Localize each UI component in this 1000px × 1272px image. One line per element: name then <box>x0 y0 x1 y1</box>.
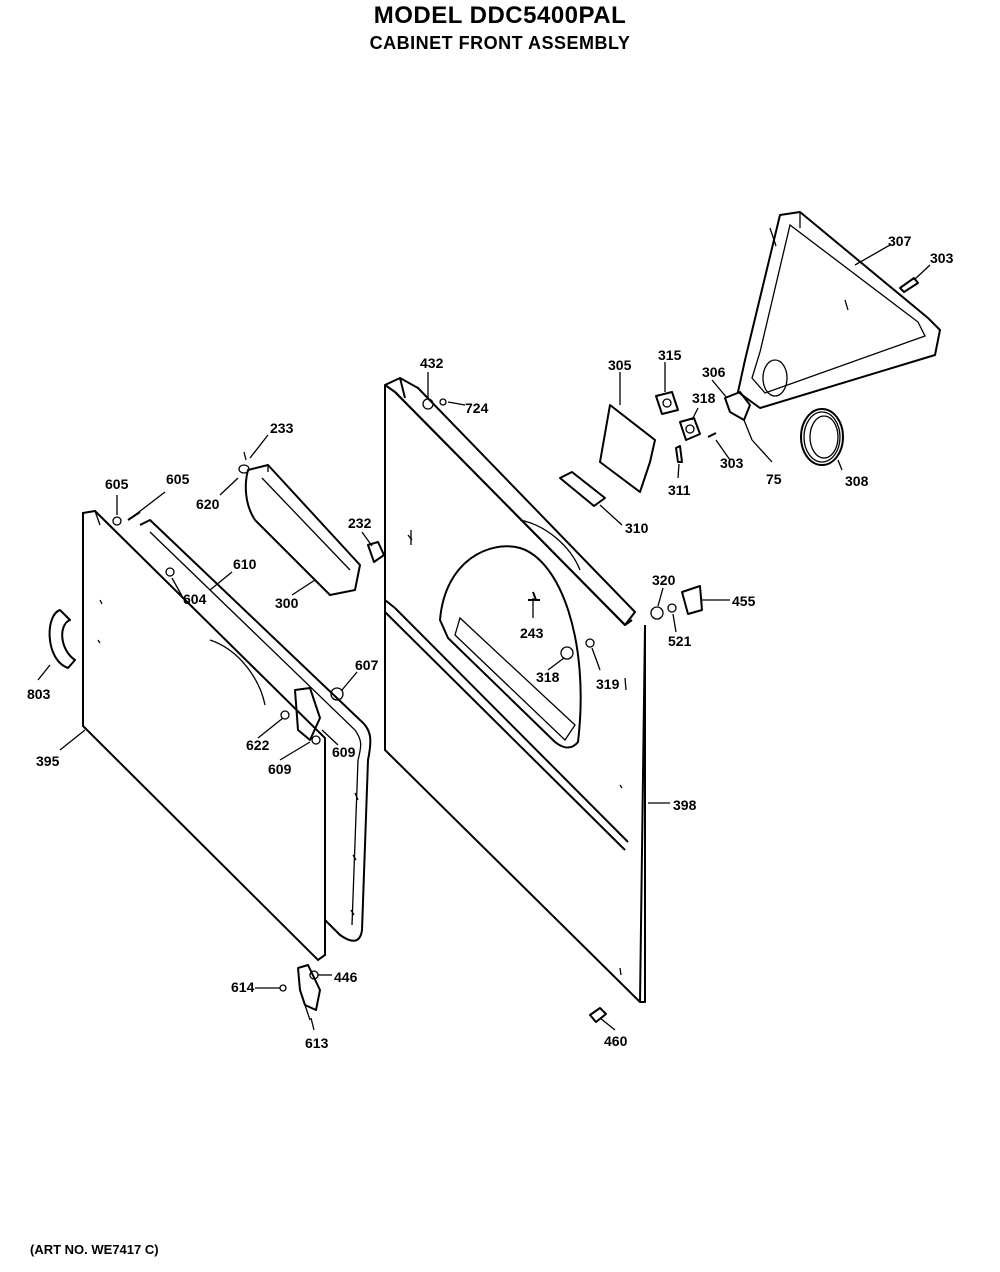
duct-housing-307 <box>737 211 941 409</box>
callout-609b: 609 <box>332 744 356 760</box>
cover-305 <box>599 404 656 493</box>
callout-319: 319 <box>596 676 620 692</box>
callout-232: 232 <box>348 515 372 531</box>
screw-303b <box>707 432 717 438</box>
switch-315 <box>655 391 679 415</box>
callout-605a: 605 <box>105 476 129 492</box>
front-panel-398 <box>384 377 646 1003</box>
callout-243: 243 <box>520 625 544 641</box>
callout-521: 521 <box>668 633 692 649</box>
diagram-subtitle: CABINET FRONT ASSEMBLY <box>369 33 631 53</box>
bulb-243 <box>528 591 540 601</box>
button-455 <box>681 585 703 615</box>
callout-604: 604 <box>183 591 207 607</box>
callout-labels: 307 303 305 315 306 318 308 432 724 303 … <box>27 233 954 1051</box>
hinge-613 <box>279 964 321 1021</box>
callout-308: 308 <box>845 473 869 489</box>
knob-320 <box>650 603 677 620</box>
callout-613: 613 <box>305 1035 329 1051</box>
console-300 <box>244 464 361 596</box>
callout-311: 311 <box>668 482 691 498</box>
callout-398: 398 <box>673 797 697 813</box>
callout-318: 318 <box>692 390 716 406</box>
callout-432: 432 <box>420 355 444 371</box>
foot-460 <box>589 1007 607 1023</box>
callout-315: 315 <box>658 347 682 363</box>
callout-803: 803 <box>27 686 51 702</box>
callout-455: 455 <box>732 593 756 609</box>
callout-303: 303 <box>930 250 954 266</box>
callout-607: 607 <box>355 657 379 673</box>
screw-432 <box>422 398 447 410</box>
screw-311 <box>675 445 683 463</box>
callout-318b: 318 <box>536 669 560 685</box>
callout-446: 446 <box>334 969 358 985</box>
seal-ring-308 <box>800 408 844 466</box>
leader-lines <box>37 244 931 1031</box>
callout-460: 460 <box>604 1033 628 1049</box>
hinge-622 <box>280 687 321 745</box>
callout-614: 614 <box>231 979 255 995</box>
washer-607 <box>330 687 344 701</box>
callout-305: 305 <box>608 357 632 373</box>
callout-306: 306 <box>702 364 726 380</box>
handle-803 <box>48 609 76 669</box>
art-number: (ART NO. WE7417 C) <box>30 1242 159 1257</box>
callout-307: 307 <box>888 233 912 249</box>
callout-233: 233 <box>270 420 294 436</box>
callout-310: 310 <box>625 520 649 536</box>
plate-310 <box>559 471 606 507</box>
knob-318b <box>560 638 595 660</box>
diagram-title: MODEL DDC5400PAL <box>373 2 627 29</box>
callout-320: 320 <box>652 572 676 588</box>
callout-75: 75 <box>766 471 782 487</box>
callout-620: 620 <box>196 496 220 512</box>
screw-303 <box>899 277 919 293</box>
callout-609a: 609 <box>268 761 292 777</box>
door-panel-395 <box>82 509 326 962</box>
callout-610: 610 <box>233 556 257 572</box>
thermostat-318 <box>679 417 701 441</box>
clip-620 <box>238 451 250 474</box>
bracket-306 <box>724 391 753 441</box>
switch-232 <box>367 541 385 563</box>
door-liner-610 <box>139 519 372 942</box>
callout-395: 395 <box>36 753 60 769</box>
callout-300: 300 <box>275 595 299 611</box>
callout-303b: 303 <box>720 455 744 471</box>
clip-604 <box>165 567 175 577</box>
callout-605b: 605 <box>166 471 190 487</box>
callout-622: 622 <box>246 737 270 753</box>
callout-724: 724 <box>465 400 489 416</box>
